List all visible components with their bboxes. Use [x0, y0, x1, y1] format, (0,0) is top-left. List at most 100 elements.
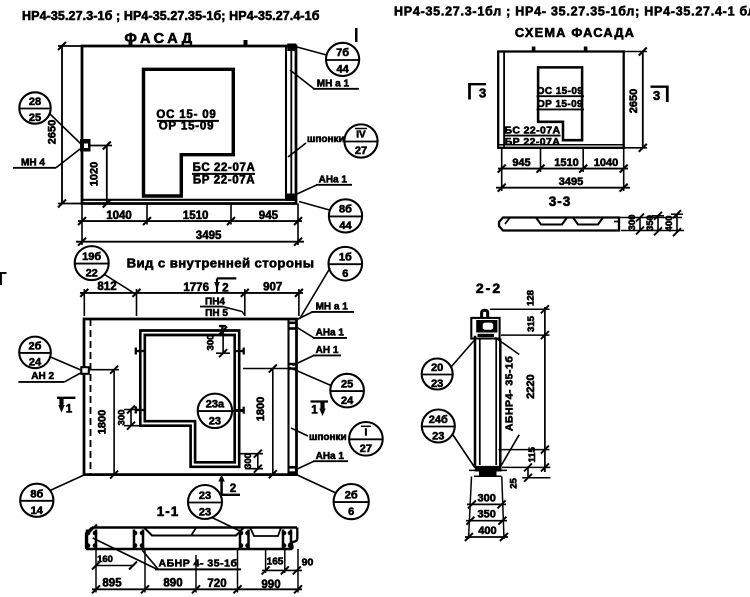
svg-text:8б: 8б: [30, 489, 43, 501]
svg-text:6: 6: [348, 506, 354, 518]
svg-text:2б: 2б: [29, 341, 42, 353]
svg-text:945: 945: [512, 157, 530, 169]
svg-text:ФАСАД: ФАСАД: [124, 31, 195, 47]
svg-text:350: 350: [645, 215, 656, 231]
svg-text:300: 300: [478, 492, 496, 504]
svg-text:3495: 3495: [196, 230, 222, 242]
svg-text:115: 115: [527, 446, 538, 462]
svg-text:8б: 8б: [339, 204, 352, 216]
svg-text:АНа 1: АНа 1: [319, 175, 348, 186]
svg-text:БС 22-07А: БС 22-07А: [193, 162, 256, 174]
svg-text:1020: 1020: [89, 162, 101, 186]
svg-text:СХЕМА ФАСАДА: СХЕМА ФАСАДА: [515, 25, 635, 40]
svg-text:2: 2: [230, 483, 236, 495]
svg-text:1510: 1510: [554, 157, 578, 169]
svg-text:АН 1: АН 1: [316, 345, 339, 356]
svg-text:3: 3: [653, 88, 660, 103]
svg-text:МН а 1: МН а 1: [316, 302, 349, 313]
svg-text:400: 400: [478, 525, 496, 537]
svg-text:20: 20: [431, 362, 443, 374]
svg-text:МН а 1: МН а 1: [317, 79, 350, 90]
svg-text:14: 14: [31, 505, 44, 517]
svg-text:160: 160: [97, 554, 113, 565]
svg-text:ОС 15- 09: ОС 15- 09: [156, 109, 216, 121]
svg-text:895: 895: [102, 578, 122, 590]
svg-text:23: 23: [209, 416, 221, 428]
svg-text:350: 350: [478, 509, 496, 521]
svg-text:300: 300: [243, 453, 254, 469]
svg-text:23а: 23а: [206, 399, 225, 411]
svg-text:315: 315: [526, 315, 537, 332]
svg-text:МН 4: МН 4: [21, 158, 45, 169]
svg-text:300: 300: [206, 335, 217, 351]
svg-text:812: 812: [97, 281, 116, 293]
svg-text:БР 22-07А: БР 22-07А: [193, 174, 255, 186]
svg-text:БС 22-07А: БС 22-07А: [505, 124, 561, 136]
svg-text:шпонки: шпонки: [309, 432, 347, 443]
svg-text:ОР 15-09: ОР 15-09: [159, 121, 215, 133]
svg-text:22: 22: [86, 268, 98, 280]
svg-text:3: 3: [479, 86, 486, 101]
svg-text:44: 44: [339, 220, 352, 232]
svg-text:I: I: [365, 428, 368, 439]
svg-text:27: 27: [360, 443, 372, 455]
svg-text:ПН 5: ПН 5: [205, 308, 228, 319]
svg-text:3-3: 3-3: [549, 194, 572, 209]
svg-text:128: 128: [526, 290, 537, 306]
svg-text:44: 44: [336, 64, 349, 76]
svg-text:1б: 1б: [339, 252, 352, 264]
svg-text:23: 23: [431, 378, 443, 390]
svg-text:90: 90: [302, 557, 314, 569]
svg-text:2220: 2220: [525, 374, 537, 398]
svg-text:23: 23: [432, 431, 444, 443]
svg-text:28: 28: [29, 96, 41, 108]
svg-text:990: 990: [261, 579, 280, 591]
svg-text:АНа 1: АНа 1: [316, 451, 345, 462]
svg-text:945: 945: [259, 210, 279, 222]
svg-text:300: 300: [627, 215, 638, 231]
svg-text:6: 6: [342, 268, 348, 280]
svg-text:25: 25: [341, 379, 353, 391]
svg-text:23: 23: [199, 507, 211, 519]
svg-text:27: 27: [355, 145, 367, 157]
svg-text:2: 2: [222, 283, 228, 295]
svg-text:1: 1: [66, 404, 73, 416]
svg-text:ПН4: ПН4: [205, 297, 225, 308]
svg-text:1800: 1800: [97, 410, 109, 434]
svg-text:2650: 2650: [628, 89, 640, 113]
svg-text:1040: 1040: [106, 210, 132, 222]
svg-text:720: 720: [207, 578, 226, 590]
svg-text:25: 25: [508, 478, 519, 489]
svg-text:АН 2: АН 2: [31, 371, 54, 382]
svg-text:АБНР4- 35-1б: АБНР4- 35-1б: [504, 356, 516, 431]
svg-text:БР 22-07А: БР 22-07А: [505, 136, 561, 148]
svg-text:2-2: 2-2: [476, 280, 502, 296]
svg-text:АБНР 4- 35-1б: АБНР 4- 35-1б: [159, 558, 238, 570]
svg-text:25: 25: [29, 112, 41, 124]
svg-text:165: 165: [267, 557, 284, 568]
svg-text:IV: IV: [356, 130, 366, 141]
svg-text:300: 300: [117, 410, 128, 426]
svg-text:1776: 1776: [183, 282, 209, 294]
svg-text:7б: 7б: [336, 47, 349, 59]
svg-text:400: 400: [664, 216, 675, 232]
svg-text:НР4-35.27.3-1бл ; НР4- 35.27.3: НР4-35.27.3-1бл ; НР4- 35.27.35-1бл; НР4…: [394, 5, 750, 19]
svg-text:ОС 15-09: ОС 15-09: [537, 86, 584, 97]
svg-text:НР4-35.27.3-1б ; НР4-35.27.35: НР4-35.27.3-1б ; НР4-35.27.35-1б; НР4-35…: [22, 9, 320, 23]
svg-text:907: 907: [263, 282, 282, 294]
svg-text:АНа 1: АНа 1: [316, 328, 345, 339]
svg-text:Вид с внутренней стороны: Вид с внутренней стороны: [127, 256, 315, 271]
svg-text:1040: 1040: [594, 157, 618, 169]
svg-text:3495: 3495: [559, 176, 583, 188]
svg-text:2б: 2б: [345, 490, 358, 502]
svg-text:19б: 19б: [82, 251, 101, 263]
svg-text:24: 24: [29, 357, 42, 369]
svg-text:ОР 15-09: ОР 15-09: [537, 99, 583, 110]
svg-text:1800: 1800: [255, 397, 267, 421]
svg-text:2650: 2650: [47, 120, 59, 144]
svg-text:890: 890: [163, 578, 182, 590]
svg-text:шпонки: шпонки: [307, 134, 345, 145]
svg-text:1510: 1510: [183, 210, 209, 222]
svg-text:24: 24: [341, 395, 354, 407]
svg-text:1: 1: [311, 405, 318, 417]
